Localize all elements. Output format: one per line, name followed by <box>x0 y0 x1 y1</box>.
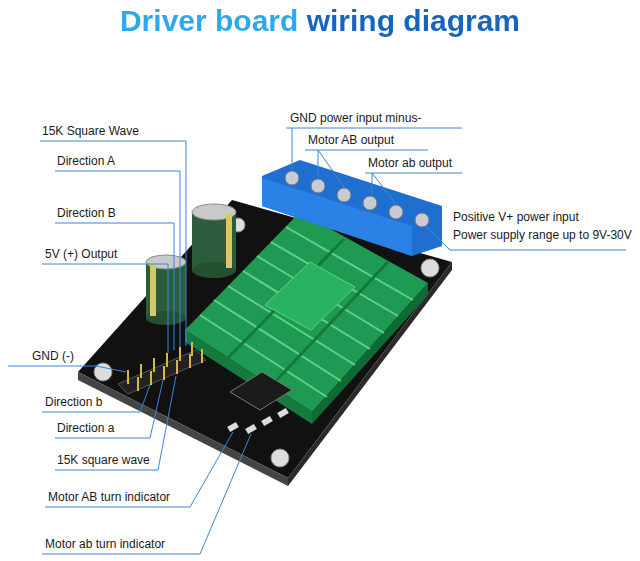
callout-label: GND (-) <box>32 349 74 363</box>
callout-label: Direction a <box>57 421 114 435</box>
leader-lines <box>8 128 626 554</box>
callout-label: Motor AB output <box>308 133 394 147</box>
callout-label: Direction A <box>57 154 115 168</box>
capacitor <box>192 204 236 278</box>
terminal-block <box>262 160 442 256</box>
callout-label: Motor ab output <box>368 156 452 170</box>
title-bar: Driver board wiring diagram <box>0 2 640 40</box>
callout-label: Motor ab turn indicator <box>45 537 165 551</box>
mount-hole <box>271 449 289 467</box>
heatsink-center <box>265 262 355 330</box>
terminal-block-front <box>262 178 412 256</box>
callout-label: 15K Square Wave <box>42 124 139 138</box>
heatsink-grooves <box>228 239 388 385</box>
callout-label: Direction B <box>57 206 116 220</box>
callout-label: 15K square wave <box>57 453 150 467</box>
indicator-leds <box>227 408 289 434</box>
callout-label: Positive V+ power input <box>453 210 579 224</box>
callout-label: Direction b <box>45 395 102 409</box>
title: Driver board wiring diagram <box>120 2 520 40</box>
callout-label: 5V (+) Output <box>45 247 117 261</box>
terminal-screws <box>285 171 429 227</box>
callout-label: GND power input minus- <box>290 111 421 125</box>
heatsink-side <box>185 330 312 424</box>
mount-hole <box>421 259 439 277</box>
callout-label: Motor AB turn indicator <box>48 490 170 504</box>
ic-chip <box>230 372 292 410</box>
callout-label: Power supply range up to 9V-30V <box>453 228 632 242</box>
